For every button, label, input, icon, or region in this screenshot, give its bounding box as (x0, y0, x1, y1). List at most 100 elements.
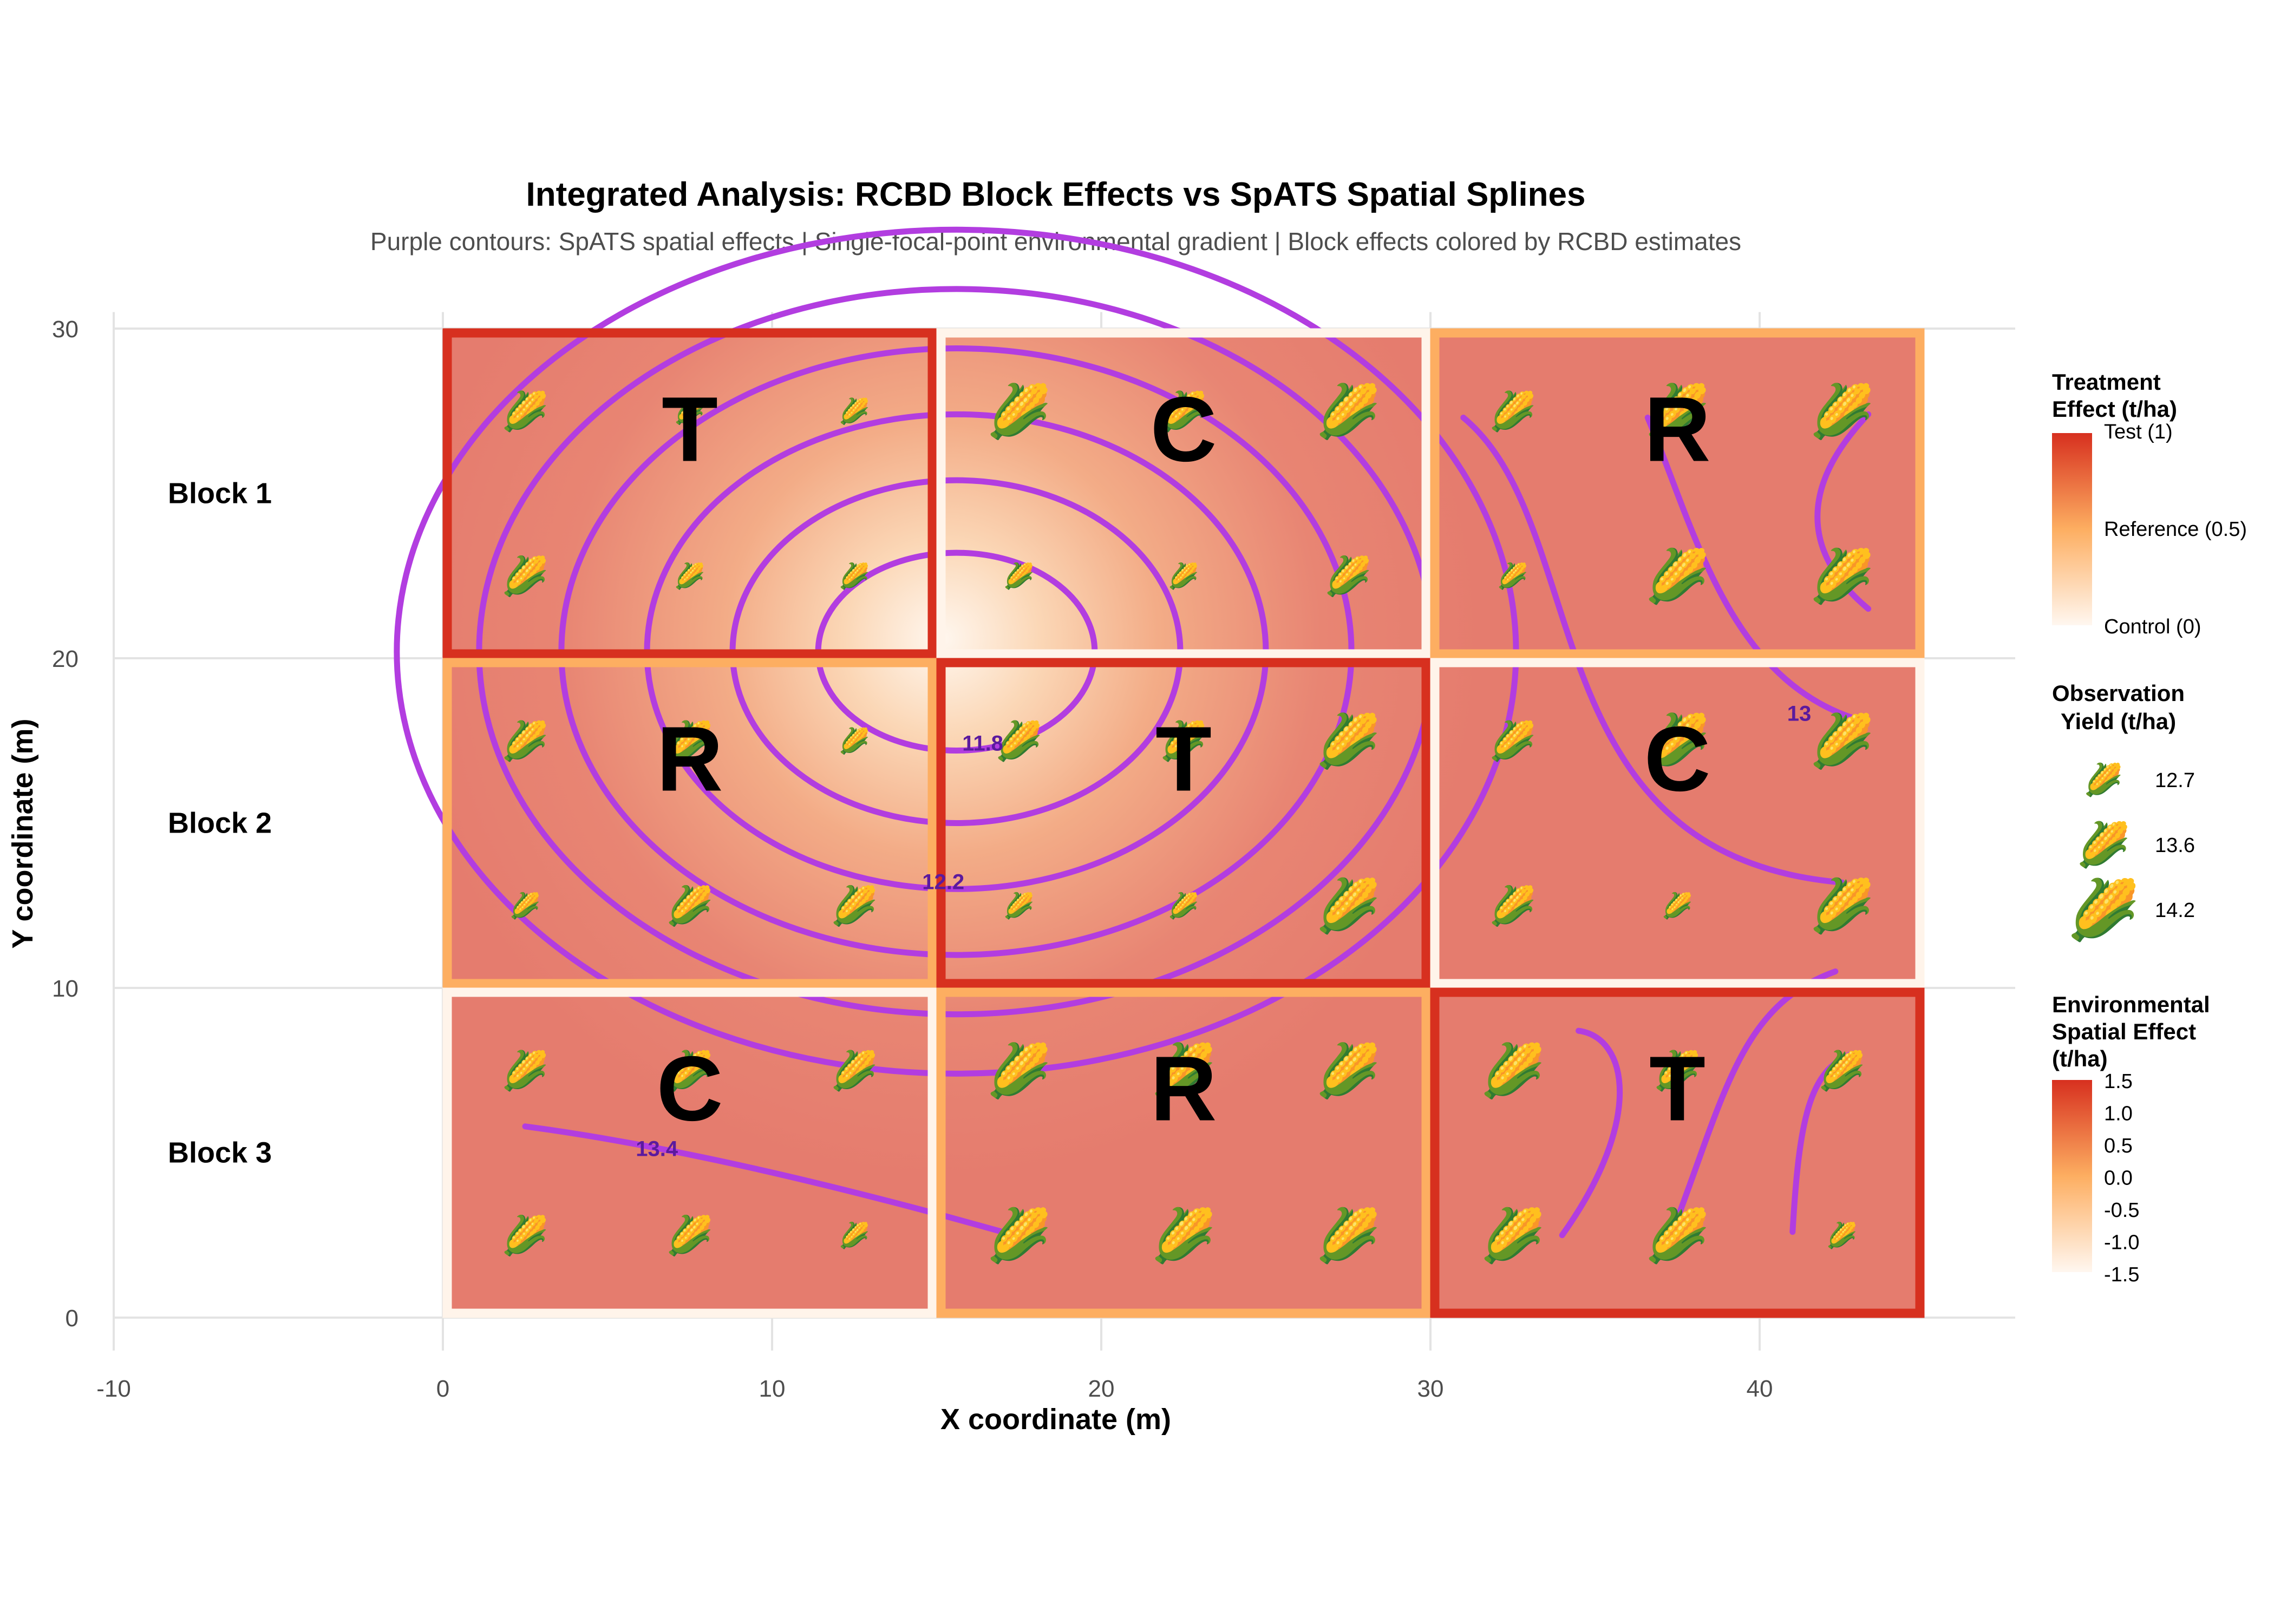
corn-marker: 🌽 (839, 561, 870, 591)
plot-border (936, 658, 1431, 988)
corn-marker: 🌽 (1645, 381, 1710, 442)
y-tick-label: 20 (52, 646, 79, 672)
treatment-legend-label: Test (1) (2104, 421, 2173, 443)
corn-marker: 🌽 (674, 561, 705, 591)
x-tick-label: 0 (436, 1376, 449, 1402)
x-tick-label: 30 (1417, 1376, 1444, 1402)
corn-marker: 🌽 (674, 396, 705, 425)
contour-label: 13.4 (636, 1137, 678, 1161)
plot-border (936, 987, 1431, 1318)
corn-marker: 🌽 (986, 1204, 1051, 1266)
contour-line (1644, 414, 1855, 721)
corn-marker: 🌽 (1316, 710, 1381, 771)
legend-title-observation: Observation (2052, 680, 2185, 706)
block-label: Block 2 (168, 807, 272, 840)
plot-border (442, 328, 937, 659)
observation-legend-label: 14.2 (2155, 899, 2195, 922)
chart-subtitle: Purple contours: SpATS spatial effects |… (370, 227, 1741, 256)
corn-marker: 🌽 (1497, 561, 1528, 591)
corn-marker: 🌽 (839, 396, 870, 425)
treatment-letter: C (657, 1038, 723, 1141)
corn-marker: 🌽 (1480, 1204, 1545, 1266)
corn-marker: 🌽 (501, 1048, 548, 1093)
spatial-legend-label: 0.0 (2104, 1167, 2133, 1190)
corn-marker: 🌽 (1160, 389, 1207, 434)
plot-border (442, 987, 937, 1318)
corn-marker: 🌽 (1168, 890, 1199, 920)
x-axis-title: X coordinate (m) (940, 1403, 1171, 1436)
corn-marker: 🌽 (1316, 875, 1381, 936)
corn-marker: 🌽 (1160, 718, 1207, 763)
corn-marker: 🌽 (1324, 553, 1371, 598)
corn-marker: 🌽 (1826, 1220, 1857, 1250)
legend-title-observation: Yield (t/ha) (2061, 709, 2176, 734)
spatial-colorbar (2052, 1080, 2092, 1272)
corn-marker: 🌽 (1645, 545, 1710, 606)
legend-title-spatial: Environmental (2052, 992, 2210, 1017)
corn-marker: 🌽 (509, 890, 540, 920)
plot-border (1430, 328, 1925, 659)
treatment-letter: T (662, 378, 718, 481)
observation-legend-corn: 🌽 (2084, 761, 2123, 798)
legend-title-spatial: (t/ha) (2052, 1046, 2108, 1071)
observation-legend-label: 13.6 (2155, 834, 2195, 857)
treatment-legend-label: Reference (0.5) (2104, 518, 2247, 541)
treatment-legend-label: Control (0) (2104, 615, 2201, 638)
observation-legend-corn: 🌽 (2067, 875, 2140, 944)
corn-marker: 🌽 (1489, 718, 1536, 763)
treatment-letter: R (657, 708, 723, 811)
plot-borders (442, 328, 1925, 1318)
corn-marker: 🌽 (1818, 1048, 1865, 1093)
contour-line (1460, 414, 1845, 886)
corn-marker: 🌽 (666, 883, 713, 928)
corn-marker: 🌽 (666, 718, 713, 763)
plot-border (442, 658, 937, 988)
block-label: Block 3 (168, 1137, 272, 1169)
plot-border (936, 328, 1431, 659)
corn-marker: 🌽 (839, 725, 870, 755)
treatment-letter: R (1644, 378, 1711, 481)
corn-marker: 🌽 (501, 1213, 548, 1258)
corn-marker: 🌽 (839, 1220, 870, 1250)
x-tick-label: 20 (1088, 1376, 1115, 1402)
corn-marker: 🌽 (1316, 1204, 1381, 1266)
y-tick-label: 30 (52, 316, 79, 343)
corn-marker: 🌽 (1662, 890, 1693, 920)
treatment-letter: C (1644, 708, 1711, 811)
corn-marker: 🌽 (1645, 710, 1710, 771)
corn-marker: 🌽 (1151, 1040, 1216, 1101)
corn-marker: 🌽 (986, 381, 1051, 442)
contour-line (1559, 1027, 1623, 1239)
spatial-legend-label: -1.5 (2104, 1263, 2139, 1286)
treatment-letter: T (1649, 1038, 1706, 1141)
corn-marker: 🌽 (831, 1048, 878, 1093)
corn-marker: 🌽 (986, 1040, 1051, 1101)
treatment-letter: R (1151, 1038, 1217, 1141)
corn-marker: 🌽 (1645, 1204, 1710, 1266)
spatial-legend-label: 1.5 (2104, 1070, 2133, 1093)
plot-border (1430, 987, 1925, 1318)
treatment-letter: T (1155, 708, 1212, 811)
corn-marker: 🌽 (995, 718, 1042, 763)
observation-markers: 🌽 🌽 🌽 🌽 🌽 🌽 🌽 🌽 🌽 🌽 🌽 🌽 🌽 🌽 🌽 🌽 🌽 🌽 🌽 🌽 🌽 🌽 🌽 🌽 🌽 🌽 🌽 🌽 🌽 🌽 🌽 🌽 🌽 🌽 🌽 🌽 🌽 🌽 🌽 🌽… (501, 381, 1874, 1266)
spatial-legend-label: 1.0 (2104, 1103, 2133, 1125)
corn-marker: 🌽 (501, 553, 548, 598)
spatial-legend-label: 0.5 (2104, 1135, 2133, 1157)
contour-line (1789, 1051, 1855, 1235)
treatment-colorbar (2052, 433, 2092, 625)
contour-label: 13 (1787, 702, 1812, 726)
corn-marker: 🌽 (1003, 561, 1034, 591)
contour-label: 11.8 (962, 732, 1003, 756)
x-tick-label: -10 (96, 1376, 131, 1402)
corn-marker: 🌽 (1809, 875, 1874, 936)
observation-legend-label: 12.7 (2155, 769, 2195, 792)
corn-marker: 🌽 (501, 389, 548, 434)
chart-title: Integrated Analysis: RCBD Block Effects … (526, 176, 1586, 213)
corn-marker: 🌽 (1809, 381, 1874, 442)
corn-marker: 🌽 (1168, 561, 1199, 591)
corn-marker: 🌽 (1809, 710, 1874, 771)
corn-marker: 🌽 (666, 1213, 713, 1258)
